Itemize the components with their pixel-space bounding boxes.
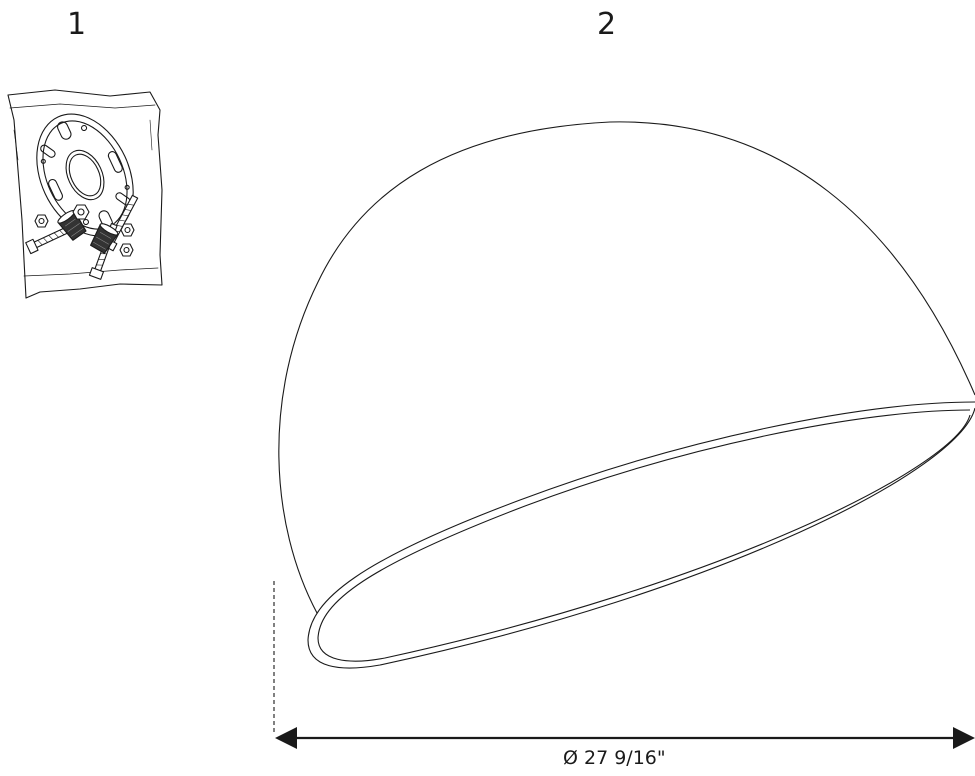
dome-shade-rim-inner bbox=[317, 409, 971, 662]
dimension-indicator bbox=[273, 581, 975, 749]
hex-nut-2 bbox=[120, 223, 135, 237]
dome-shade-outline bbox=[278, 121, 975, 614]
wire-nut-2 bbox=[90, 223, 119, 254]
dimension-arrow-left bbox=[275, 727, 297, 749]
part-number-2: 2 bbox=[597, 7, 617, 42]
hex-nut-1 bbox=[72, 204, 90, 220]
hex-nut-4 bbox=[119, 243, 134, 257]
part-number-1: 1 bbox=[67, 7, 87, 42]
dimension-label: Ø 27 9/16" bbox=[563, 747, 666, 769]
bag-outline bbox=[7, 89, 163, 299]
dome-shade bbox=[278, 121, 975, 669]
mounting-plate-center-hole bbox=[65, 149, 105, 201]
bag-top-seal bbox=[9, 103, 156, 109]
hardware-bag bbox=[7, 89, 163, 299]
dome-shade-rim-outer bbox=[307, 401, 975, 669]
dimension-arrow-right bbox=[953, 727, 975, 749]
bag-crease bbox=[13, 119, 153, 161]
hex-nut-3 bbox=[34, 214, 49, 228]
